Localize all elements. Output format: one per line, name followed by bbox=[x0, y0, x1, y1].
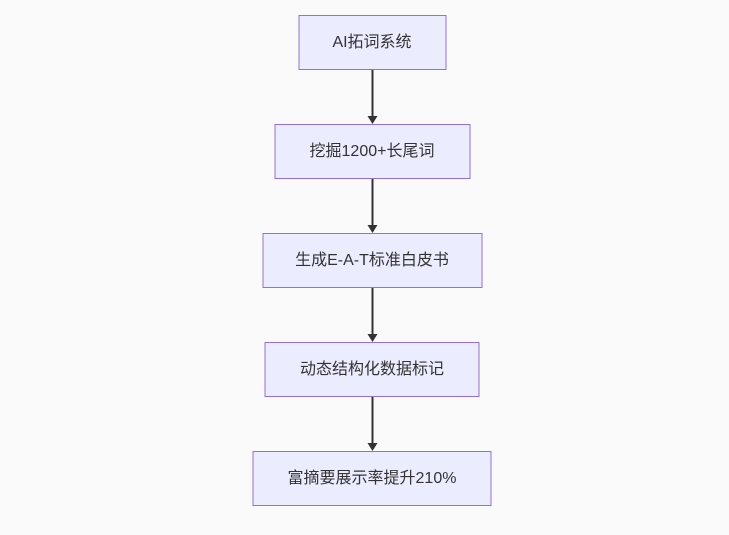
flowchart-column: AI拓词系统 挖掘1200+长尾词 生成E-A-T标准白皮书 动态结构化数据标记 bbox=[252, 15, 492, 506]
edge-arrow-1 bbox=[367, 70, 377, 124]
flow-node-label: 富摘要展示率提升210% bbox=[287, 469, 457, 487]
flow-node-label: 挖掘1200+长尾词 bbox=[309, 142, 435, 160]
arrowhead-icon bbox=[367, 116, 377, 124]
arrowhead-icon bbox=[367, 443, 377, 451]
arrow-stem bbox=[371, 179, 373, 225]
arrowhead-icon bbox=[367, 225, 377, 233]
edge-arrow-3 bbox=[367, 288, 377, 342]
arrow-stem bbox=[371, 288, 373, 334]
edge-arrow-2 bbox=[367, 179, 377, 233]
flow-node-label: 生成E-A-T标准白皮书 bbox=[295, 251, 449, 269]
arrow-stem bbox=[371, 397, 373, 443]
flow-node-label: 动态结构化数据标记 bbox=[299, 360, 444, 378]
flow-node-rich-snippet-result: 富摘要展示率提升210% bbox=[252, 451, 492, 506]
arrow-stem bbox=[371, 70, 373, 116]
flow-node-structured-data: 动态结构化数据标记 bbox=[264, 342, 480, 397]
flow-node-eat-whitepaper: 生成E-A-T标准白皮书 bbox=[262, 233, 482, 288]
flow-node-longtail-mining: 挖掘1200+长尾词 bbox=[274, 124, 470, 179]
flow-node-ai-keyword-system: AI拓词系统 bbox=[298, 15, 446, 70]
flow-node-label: AI拓词系统 bbox=[332, 33, 412, 51]
arrowhead-icon bbox=[367, 334, 377, 342]
edge-arrow-4 bbox=[367, 397, 377, 451]
